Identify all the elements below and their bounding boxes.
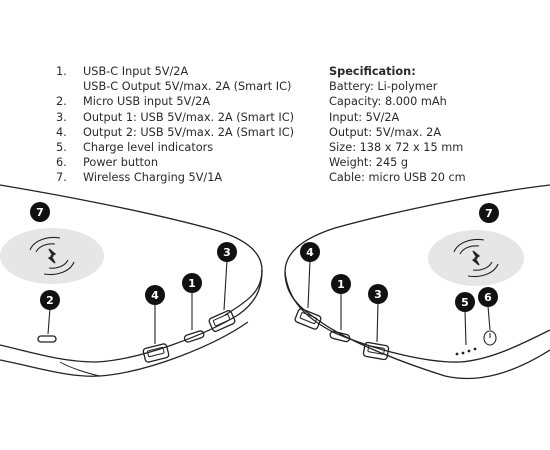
feature-text: Charge level indicators bbox=[83, 141, 214, 155]
specification-title: Specification: bbox=[329, 65, 416, 78]
callout-badge-right-6: 6 bbox=[478, 287, 498, 307]
callout-badge-right-3: 3 bbox=[368, 284, 388, 304]
left-top-edge bbox=[0, 184, 263, 316]
callout-badge-left-4: 4 bbox=[145, 285, 165, 305]
feature-text: Wireless Charging 5V/1A bbox=[83, 171, 223, 185]
feature-text: USB-C Output 5V/max. 2A (Smart IC) bbox=[83, 80, 292, 94]
feature-item-5: 5. Charge level indicators bbox=[56, 140, 294, 155]
callout-badge-right-5: 5 bbox=[455, 292, 475, 312]
svg-text:7: 7 bbox=[36, 206, 44, 219]
right-front-face bbox=[284, 271, 550, 363]
left-usb-port-2 bbox=[142, 343, 170, 363]
feature-text: Output 2: USB 5V/max. 2A (Smart IC) bbox=[83, 125, 295, 139]
svg-text:4: 4 bbox=[151, 289, 159, 302]
feature-text: Micro USB input 5V/2A bbox=[83, 95, 211, 109]
right-wireless-wave-icon bbox=[453, 238, 485, 253]
feature-number: 3. bbox=[56, 110, 67, 124]
right-power-bank bbox=[284, 184, 550, 380]
svg-text:5: 5 bbox=[461, 296, 469, 309]
svg-text:6: 6 bbox=[484, 291, 492, 304]
callout-badge-left-1: 1 bbox=[182, 273, 202, 293]
feature-list: 1. USB-C Input 5V/2A USB-C Output 5V/max… bbox=[56, 64, 294, 186]
feature-number: 2. bbox=[56, 95, 67, 109]
feature-item-6: 6. Power button bbox=[56, 155, 294, 170]
feature-item-7: 7. Wireless Charging 5V/1A bbox=[56, 170, 294, 185]
callout-badge-left-7: 7 bbox=[30, 202, 50, 222]
specification-block: Specification: Battery: Li-polymer Capac… bbox=[329, 64, 466, 186]
spec-row-battery: Battery: Li-polymer bbox=[329, 80, 438, 94]
feature-item-2: 2. Micro USB input 5V/2A bbox=[56, 94, 294, 109]
feature-text: USB-C Input 5V/2A bbox=[83, 65, 189, 78]
svg-text:2: 2 bbox=[46, 294, 54, 307]
feature-text: Output 1: USB 5V/max. 2A (Smart IC) bbox=[83, 110, 295, 124]
svg-text:7: 7 bbox=[485, 207, 493, 220]
spec-row-size: Size: 138 x 72 x 15 mm bbox=[329, 141, 464, 155]
svg-text:3: 3 bbox=[374, 288, 382, 301]
left-wireless-wave-icon bbox=[29, 236, 61, 251]
callout-badge-right-4: 4 bbox=[300, 242, 320, 262]
feature-number: 5. bbox=[56, 141, 67, 155]
left-micro-usb-port bbox=[37, 335, 57, 343]
left-power-bank bbox=[0, 184, 263, 377]
feature-text: Power button bbox=[83, 156, 159, 170]
charge-level-indicators bbox=[455, 347, 477, 356]
feature-number: 6. bbox=[56, 156, 67, 170]
right-usb-port-1 bbox=[362, 341, 390, 361]
callout-badge-right-1: 1 bbox=[331, 274, 351, 294]
right-bottom-edge bbox=[317, 319, 550, 380]
spec-row-capacity: Capacity: 8.000 mAh bbox=[329, 95, 447, 109]
spec-row-cable: Cable: micro USB 20 cm bbox=[329, 171, 466, 185]
left-usb-c-port bbox=[183, 330, 205, 343]
right-usb-c-port bbox=[329, 330, 351, 343]
feature-item-1: 1. USB-C Input 5V/2A USB-C Output 5V/max… bbox=[56, 64, 294, 94]
feature-item-3: 3. Output 1: USB 5V/max. 2A (Smart IC) bbox=[56, 110, 294, 125]
spec-row-input: Input: 5V/2A bbox=[329, 110, 400, 124]
svg-text:1: 1 bbox=[337, 278, 345, 291]
left-usb-port-1 bbox=[208, 310, 236, 332]
callout-badge-left-3: 3 bbox=[217, 242, 237, 262]
feature-number: 1. bbox=[56, 65, 67, 78]
right-usb-port-2 bbox=[294, 308, 322, 330]
spec-row-output: Output: 5V/max. 2A bbox=[329, 125, 442, 139]
spec-row-weight: Weight: 245 g bbox=[329, 156, 409, 170]
callout-badge-left-2: 2 bbox=[40, 290, 60, 310]
svg-text:4: 4 bbox=[306, 246, 314, 259]
feature-number: 7. bbox=[56, 171, 67, 185]
svg-text:3: 3 bbox=[223, 246, 231, 259]
feature-number: 4. bbox=[56, 125, 67, 139]
left-front-face bbox=[0, 269, 263, 363]
power-button bbox=[483, 330, 497, 346]
feature-item-4: 4. Output 2: USB 5V/max. 2A (Smart IC) bbox=[56, 125, 294, 140]
callout-badge-right-7: 7 bbox=[479, 203, 499, 223]
left-bottom-edge bbox=[0, 321, 249, 377]
svg-text:1: 1 bbox=[188, 277, 196, 290]
